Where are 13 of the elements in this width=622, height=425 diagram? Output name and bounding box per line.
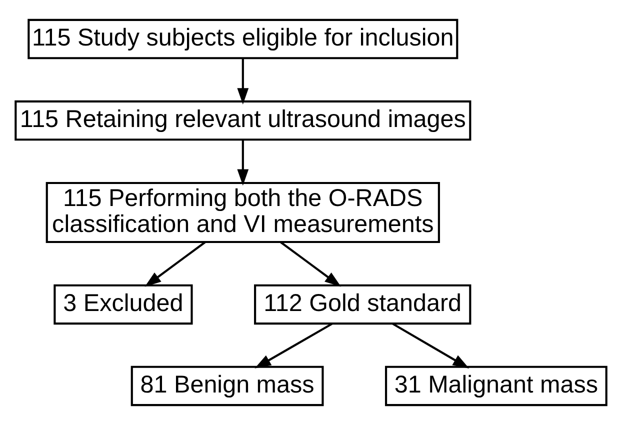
node-box: 3 Excluded <box>54 284 193 325</box>
arrow <box>280 241 342 287</box>
arrow <box>144 241 206 287</box>
arrow <box>254 322 332 368</box>
arrow <box>237 140 249 186</box>
node-box: 31 Malignant mass <box>384 366 608 406</box>
arrow <box>237 58 249 104</box>
node-box: 112 Gold standard <box>254 284 472 325</box>
node-box: 115 Performing both the O-RADS classification and VI measurements <box>46 182 440 244</box>
node-box: 81 Benign mass <box>130 366 324 406</box>
arrow <box>392 323 470 368</box>
node-box: 115 Study subjects eligible for inclusion <box>28 18 458 60</box>
node-box: 115 Retaining relevant ultrasound images <box>14 100 472 141</box>
